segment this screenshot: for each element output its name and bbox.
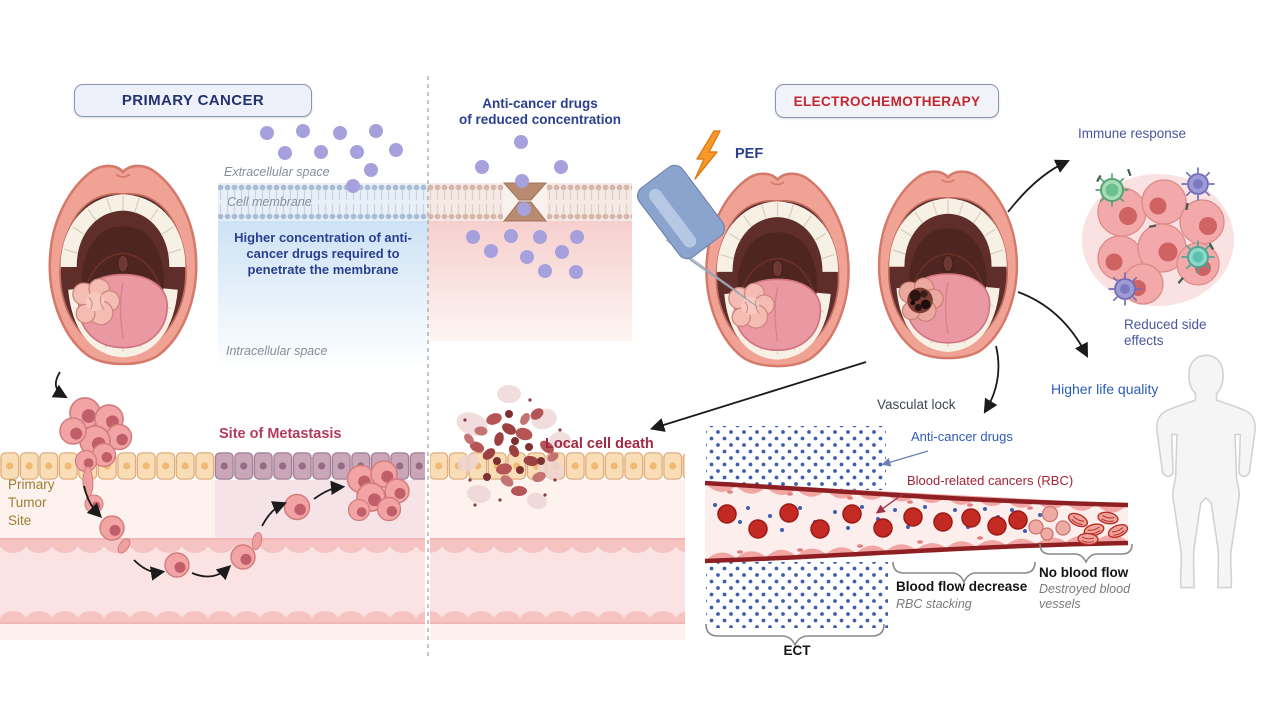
primary-cancer-title: PRIMARY CANCER xyxy=(121,92,265,109)
reduced-side-effects-label: Reduced side effects xyxy=(1124,317,1207,349)
arrow-cell-a-b xyxy=(133,559,166,581)
metastasis-diagram xyxy=(0,397,685,640)
rbc-stacking-label: RBC stacking xyxy=(896,597,972,611)
flow-arrows xyxy=(51,159,1088,581)
immune-response-cluster xyxy=(1082,166,1234,307)
ect-label: ECT xyxy=(783,643,811,658)
drug-dot-field-lower xyxy=(706,562,888,628)
site-of-metastasis-label: Site of Metastasis xyxy=(219,426,342,442)
arrow-to-reduced-side-effects xyxy=(1017,291,1088,358)
drug-dots-through-pore xyxy=(466,135,584,279)
immune-cell-green xyxy=(1094,172,1130,208)
arrow-cell-d-cluster2 xyxy=(313,480,346,500)
reduced-concentration-title: Anti-cancer drugs of reduced concentrati… xyxy=(458,96,622,128)
arrow-to-immune-response xyxy=(1007,159,1070,213)
anti-cancer-drugs-pointer xyxy=(881,450,929,467)
cell-membrane-label: Cell membrane xyxy=(227,195,312,209)
membrane-note: Higher concentration of anti-cancer drug… xyxy=(234,230,412,277)
destroyed-blood-vessels-label: Destroyed blood vessels xyxy=(1039,582,1131,612)
intracellular-space-label: Intracellular space xyxy=(226,344,328,358)
anti-cancer-drugs-label: Anti-cancer drugs xyxy=(911,429,1013,444)
arrow-to-vascular-lock xyxy=(983,345,1000,414)
drug-dot-field-upper xyxy=(706,426,886,490)
primary-tumor-site-label: Primary Tumor Site xyxy=(8,477,55,529)
stacked-rbc-cells xyxy=(1028,505,1131,546)
arrow-cell-b-c xyxy=(191,565,232,581)
blood-related-cancers-pointer xyxy=(875,493,904,514)
pef-label: PEF xyxy=(735,146,764,162)
mouth-post-ect-illustration xyxy=(879,172,1017,359)
local-cell-death-cluster xyxy=(456,385,571,510)
rbc-cancer-cells xyxy=(717,503,1028,539)
arrow-mouth-to-tumor xyxy=(51,371,68,399)
immune-cell-purple-top xyxy=(1180,166,1216,202)
migrating-tumor-cells xyxy=(99,493,311,578)
electrode-device xyxy=(636,164,759,308)
arrow-ect-to-local-death xyxy=(649,361,867,432)
immune-cell-teal xyxy=(1180,239,1216,275)
blood-flow-decrease-label: Blood flow decrease xyxy=(896,579,1028,594)
lightning-bolt-icon xyxy=(694,130,721,180)
vascular-lock-diagram xyxy=(704,426,1133,647)
mouth-primary-illustration xyxy=(50,166,196,364)
vascular-lock-label: Vasculat lock xyxy=(877,397,956,412)
blood-related-cancers-label: Blood-related cancers (RBC) xyxy=(907,473,1074,488)
arrow-cluster-to-cell xyxy=(83,485,103,519)
drug-dots-extracellular xyxy=(260,124,403,193)
primary-cancer-title-box: PRIMARY CANCER xyxy=(74,84,312,117)
electrochemotherapy-title-box: ELECTROCHEMOTHERAPY xyxy=(775,84,999,118)
arrow-cell-c-d xyxy=(261,501,287,527)
membrane-diagram-middle xyxy=(428,135,632,341)
no-blood-flow-label: No blood flow xyxy=(1039,565,1129,580)
higher-life-quality-label: Higher life quality xyxy=(1051,381,1159,397)
membrane-diagram-left xyxy=(218,124,428,368)
local-cell-death-label: Local cell death xyxy=(545,436,654,452)
electrochemotherapy-title: ELECTROCHEMOTHERAPY xyxy=(793,93,981,109)
mouth-ect-treatment-illustration xyxy=(706,174,848,366)
extracellular-space-label: Extracellular space xyxy=(224,165,330,179)
immune-cell-purple-bottom xyxy=(1107,271,1143,307)
brace-brackets xyxy=(705,543,1133,647)
body-silhouette xyxy=(1156,354,1256,589)
immune-response-label: Immune response xyxy=(1078,126,1187,141)
